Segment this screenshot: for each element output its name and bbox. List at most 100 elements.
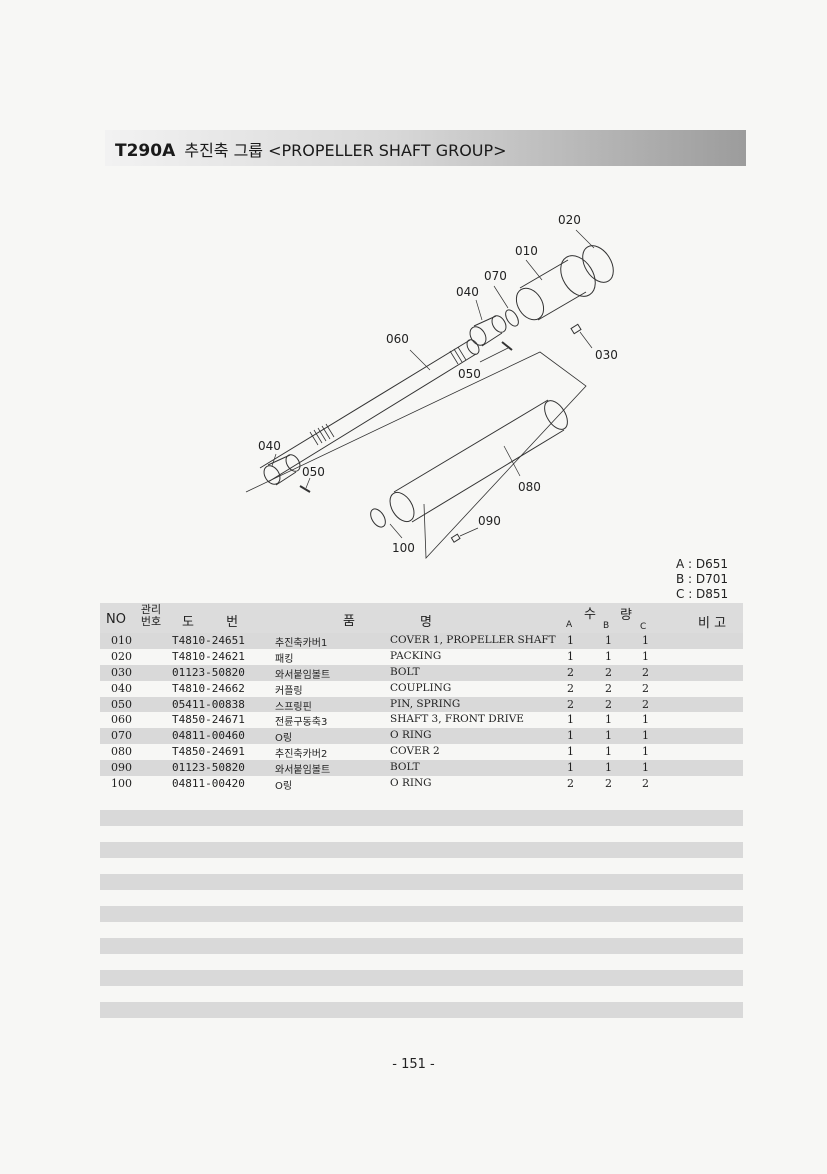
title-bar: T290A 추진축 그룹 <PROPELLER SHAFT GROUP> xyxy=(105,130,746,166)
assembly-line xyxy=(245,351,587,559)
cover-2 xyxy=(389,491,415,523)
cell-name-korean: 와서붙임볼트 xyxy=(275,765,331,777)
pin-upper xyxy=(501,341,513,351)
cell-qty-b: 1 xyxy=(605,634,612,647)
cell-part-number: 01123-50820 xyxy=(172,761,245,775)
header-quantity-b: 량 xyxy=(620,608,632,623)
cell-name-english: PIN, SPRING xyxy=(390,697,461,710)
group-title: 추진축 그룹 <PROPELLER SHAFT GROUP> xyxy=(184,141,507,160)
cell-no: 090 xyxy=(111,761,132,775)
cell-no: 040 xyxy=(111,681,132,695)
cell-part-number: T4810-24651 xyxy=(172,634,245,647)
cell-part-number: T4850-24671 xyxy=(172,713,245,727)
cell-qty-b: 1 xyxy=(605,745,612,759)
cell-part-number: 04811-00460 xyxy=(172,729,245,743)
header-no: NO xyxy=(106,612,126,627)
legend-a: A : D651 xyxy=(676,557,729,571)
cell-qty-a: 2 xyxy=(567,697,574,711)
callout-090: 090 xyxy=(478,514,501,528)
header-model-c: C xyxy=(640,622,647,632)
cell-qty-b: 2 xyxy=(605,681,612,695)
o-ring-100 xyxy=(370,508,386,528)
cover-1 xyxy=(515,287,545,321)
cell-no: 050 xyxy=(111,697,132,711)
cell-no: 070 xyxy=(111,729,132,743)
empty-row xyxy=(100,842,743,858)
cell-no: 030 xyxy=(111,665,132,679)
cell-name-korean: O링 xyxy=(275,733,293,745)
bolt-030 xyxy=(570,323,582,335)
cell-qty-b: 2 xyxy=(605,665,612,679)
cell-qty-c: 1 xyxy=(642,761,649,775)
callout-050-upper: 050 xyxy=(458,367,481,381)
packing-020 xyxy=(582,245,614,283)
empty-row xyxy=(100,938,743,954)
cell-name-korean: 패킹 xyxy=(275,653,294,665)
cell-name-korean: 전륜구동축3 xyxy=(275,717,328,729)
cell-qty-c: 2 xyxy=(642,665,649,679)
bolt-090 xyxy=(450,533,461,543)
header-model-a: A xyxy=(566,620,573,630)
cell-name-english: O RING xyxy=(390,777,432,790)
callout-050-lower: 050 xyxy=(302,465,325,479)
coupling-upper xyxy=(469,326,487,346)
callout-040-lower: 040 xyxy=(258,439,281,453)
header-quantity-a: 수 xyxy=(584,607,596,622)
shaft-edge-bottom xyxy=(267,353,477,483)
cell-name-korean: O링 xyxy=(275,781,293,793)
cell-qty-b: 1 xyxy=(605,729,612,743)
empty-row xyxy=(100,906,743,922)
diagram-svg: 020 010 070 040 060 030 050 040 050 080 … xyxy=(245,213,618,559)
legend-c: C : D851 xyxy=(676,587,729,601)
cell-part-number: T4810-24662 xyxy=(172,681,245,695)
callout-100: 100 xyxy=(392,541,415,555)
cell-qty-b: 1 xyxy=(605,761,612,775)
cell-qty-c: 2 xyxy=(642,697,649,711)
cell-qty-a: 2 xyxy=(567,777,574,791)
cell-qty-a: 2 xyxy=(567,665,574,679)
page-title: T290A 추진축 그룹 <PROPELLER SHAFT GROUP> xyxy=(115,137,507,161)
cell-qty-c: 2 xyxy=(642,681,649,695)
cell-name-english: PACKING xyxy=(390,649,442,662)
callout-040-upper: 040 xyxy=(456,285,479,299)
cell-qty-c: 1 xyxy=(642,729,649,743)
callout-080: 080 xyxy=(518,480,541,494)
header-remark: 비 고 xyxy=(698,616,727,631)
cell-name-korean: 추진축카버1 xyxy=(275,638,328,649)
cell-part-number: 01123-50820 xyxy=(172,665,245,679)
cell-no: 100 xyxy=(111,777,132,791)
cell-name-english: O RING xyxy=(390,729,432,742)
cell-qty-a: 1 xyxy=(567,761,574,775)
cell-qty-a: 1 xyxy=(567,713,574,727)
cell-no: 020 xyxy=(111,649,132,663)
callout-070: 070 xyxy=(484,269,507,283)
cell-name-english: COVER 2 xyxy=(390,745,440,758)
cell-qty-c: 1 xyxy=(642,634,649,647)
pin-lower xyxy=(299,485,311,493)
cell-part-number: T4810-24621 xyxy=(172,649,245,663)
empty-row xyxy=(100,874,743,890)
callout-030: 030 xyxy=(595,348,618,362)
cell-qty-a: 2 xyxy=(567,681,574,695)
legend-b: B : D701 xyxy=(676,572,729,586)
cell-qty-b: 2 xyxy=(605,697,612,711)
header-management-number: 관리 번호 xyxy=(140,603,162,628)
leader-lines xyxy=(271,229,595,539)
shaft-splines xyxy=(309,346,467,446)
callout-010: 010 xyxy=(515,244,538,258)
cell-qty-a: 1 xyxy=(567,729,574,743)
empty-row xyxy=(100,810,743,826)
cell-qty-a: 1 xyxy=(567,745,574,759)
empty-row xyxy=(100,1002,743,1018)
shaft-edge-top xyxy=(259,339,471,469)
